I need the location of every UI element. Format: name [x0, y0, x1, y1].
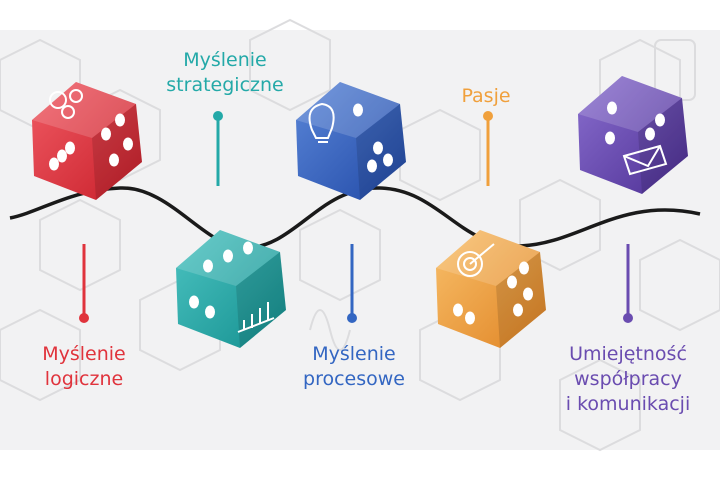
- die-strategiczne: [176, 230, 286, 348]
- label-line: Myślenie: [42, 343, 126, 365]
- label-line: Myślenie: [312, 343, 396, 365]
- label-myslenie-logiczne: Myślenie logiczne: [18, 342, 150, 392]
- gears-icon: [49, 89, 83, 119]
- target-icon: [457, 243, 495, 277]
- label-line: i komunikacji: [565, 393, 691, 415]
- die-komunikacja: [578, 76, 688, 194]
- wave-timeline: [9, 186, 701, 250]
- label-line: strategiczne: [166, 74, 284, 96]
- label-line: Umiejętność: [569, 343, 687, 365]
- die-procesowe: [296, 82, 406, 200]
- lightbulb-icon: [308, 102, 335, 143]
- label-umiejetnosc-wspolpracy: Umiejętność współpracy i komunikacji: [548, 342, 708, 417]
- label-myslenie-procesowe: Myślenie procesowe: [282, 342, 426, 392]
- bar-chart-icon: [237, 302, 275, 333]
- connector-dot-pasje: [483, 111, 493, 121]
- connector-dot-strategiczne: [213, 111, 223, 121]
- label-myslenie-strategiczne: Myślenie strategiczne: [150, 48, 300, 98]
- connector-dot-komunikacja: [623, 313, 633, 323]
- connector-dot-procesowe: [347, 313, 357, 323]
- label-line: współpracy: [574, 368, 682, 390]
- dice-group: [32, 76, 688, 348]
- label-line: procesowe: [303, 368, 405, 390]
- label-line: Pasje: [461, 85, 511, 107]
- label-line: logiczne: [44, 368, 124, 390]
- label-pasje: Pasje: [440, 84, 532, 109]
- connectors: [79, 111, 633, 323]
- connector-dot-logiczne: [79, 313, 89, 323]
- die-logiczne: [32, 82, 142, 200]
- label-line: Myślenie: [183, 49, 267, 71]
- die-pasje: [436, 230, 546, 348]
- envelope-icon: [622, 144, 668, 176]
